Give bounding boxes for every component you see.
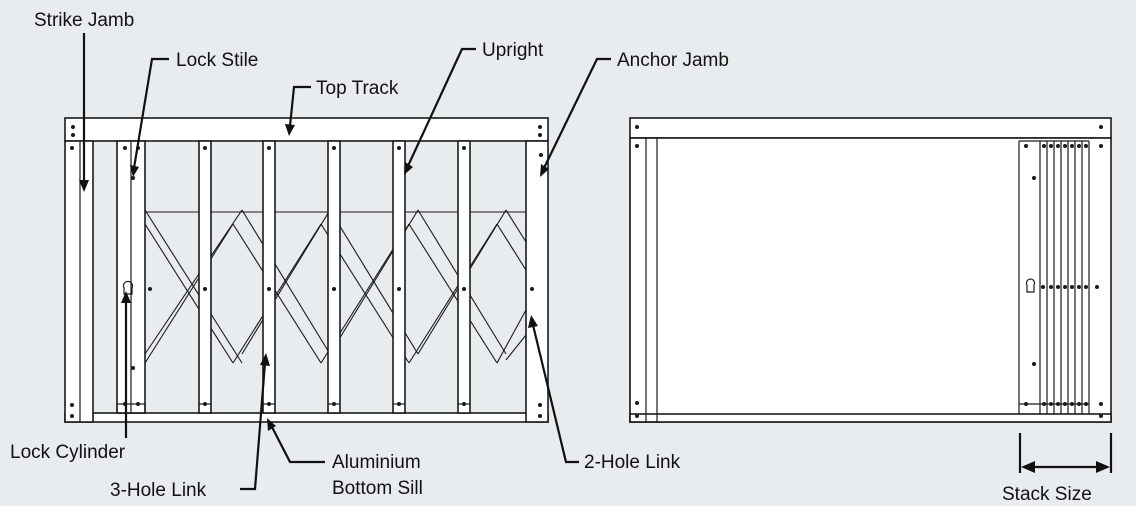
opening (629, 137, 1112, 423)
stacked-uprights (1018, 140, 1090, 414)
strike-jamb (64, 140, 94, 423)
lock-cylinder-keyhole (122, 280, 134, 295)
label-bottom-sill: Bottom Sill (332, 478, 423, 499)
callout-labels: Strike Jamb Lock Stile Top Track Upright… (10, 10, 1092, 505)
label-lock-stile: Lock Stile (176, 50, 258, 71)
label-top-track: Top Track (316, 78, 399, 99)
upright (198, 140, 212, 414)
label-2-hole-link: 2-Hole Link (584, 452, 681, 473)
upright (457, 140, 471, 414)
gate-extended-view (64, 117, 549, 423)
label-anchor-jamb: Anchor Jamb (617, 50, 729, 71)
anchor-jamb (525, 140, 549, 423)
top-track-stacked (629, 117, 1112, 139)
label-lock-cylinder: Lock Cylinder (10, 442, 126, 463)
stack-size-dimension (1018, 433, 1113, 473)
upright (392, 140, 406, 414)
lock-cylinder-keyhole-stacked (1025, 278, 1036, 293)
bottom-sill-stacked (629, 413, 1112, 423)
label-stack-size: Stack Size (1002, 484, 1092, 505)
label-aluminium: Aluminium (332, 452, 421, 473)
aluminium-bottom-sill (64, 412, 549, 423)
upright (327, 140, 341, 414)
upright (262, 140, 276, 414)
label-3-hole-link: 3-Hole Link (110, 480, 207, 501)
label-strike-jamb: Strike Jamb (34, 10, 134, 31)
leader-lines (79, 33, 611, 491)
top-track (64, 117, 549, 142)
label-upright: Upright (482, 40, 544, 61)
uprights (198, 140, 471, 414)
gate-stacked-view (629, 117, 1113, 473)
